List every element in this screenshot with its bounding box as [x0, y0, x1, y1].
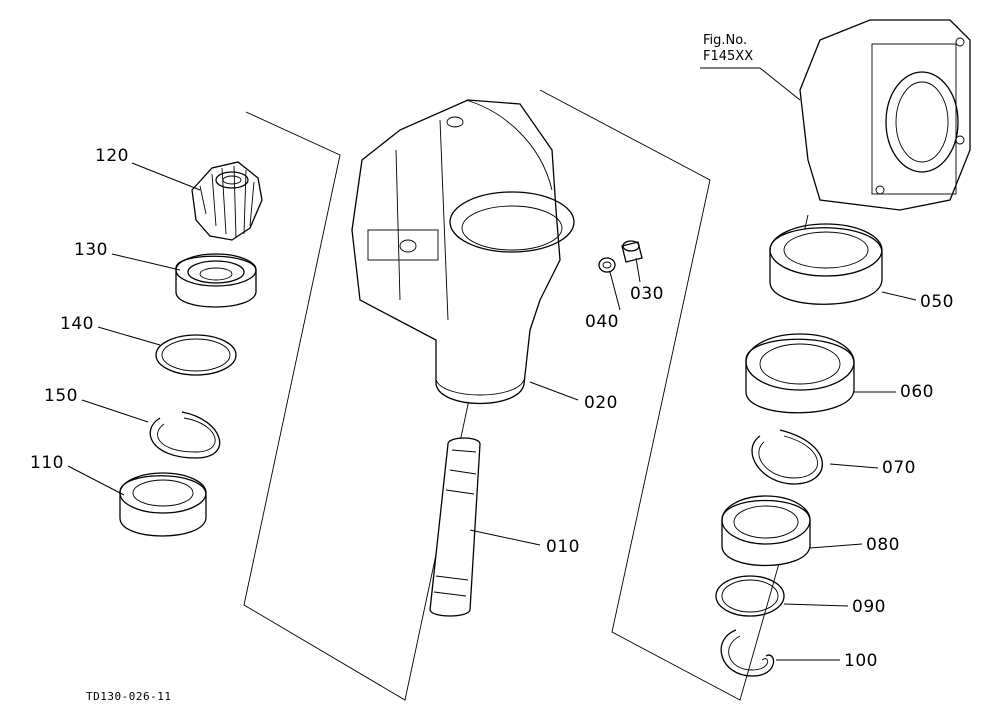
callout-040: 040 [585, 312, 619, 332]
callout-030: 030 [630, 284, 664, 304]
callout-110: 110 [30, 453, 64, 473]
figure-reference-line2: F145XX [703, 49, 754, 64]
oil-seal-050 [769, 223, 883, 305]
shim-090 [715, 575, 785, 617]
oil-seal-110 [119, 472, 207, 537]
callout-010: 010 [546, 537, 580, 557]
callout-120: 120 [95, 146, 129, 166]
snap-ring-150 [149, 411, 221, 459]
callout-060: 060 [900, 382, 934, 402]
snap-ring-070 [751, 429, 823, 485]
shim-140 [155, 334, 237, 376]
figure-reference-line1: Fig.No. [703, 33, 748, 48]
drawing-id: TD130-026-11 [86, 690, 172, 703]
gear-case-020 [351, 99, 575, 405]
callout-140: 140 [60, 314, 94, 334]
callout-130: 130 [74, 240, 108, 260]
assembly-frame-left [243, 111, 471, 701]
ball-bearing-060 [745, 333, 855, 414]
callout-070: 070 [882, 458, 916, 478]
callout-050: 050 [920, 292, 954, 312]
figure-reference: Fig.No. F145XX [703, 33, 753, 65]
assembly-frame-center [539, 89, 781, 701]
callout-150: 150 [44, 386, 78, 406]
reference-housing [799, 19, 971, 211]
leader-lines [67, 67, 917, 661]
ball-bearing-080 [721, 495, 811, 567]
washer-040 [598, 257, 616, 273]
ball-bearing-130 [175, 253, 257, 308]
callout-090: 090 [852, 597, 886, 617]
plug-030 [621, 240, 643, 263]
snap-ring-100 [720, 629, 775, 677]
callout-020: 020 [584, 393, 618, 413]
bevel-gear-120 [191, 161, 263, 241]
callout-100: 100 [844, 651, 878, 671]
splined-shaft-010 [429, 437, 481, 617]
callout-080: 080 [866, 535, 900, 555]
